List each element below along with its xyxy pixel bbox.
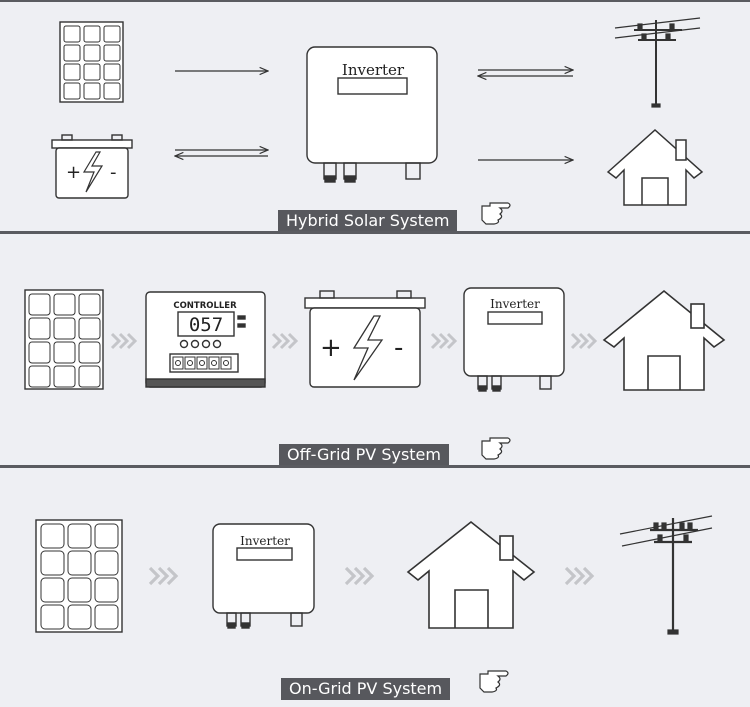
chevron-arrow-icon (344, 566, 375, 586)
battery-plus-text: + (66, 162, 81, 183)
pointing-hand-icon (481, 437, 511, 460)
battery-plus-text: + (320, 333, 342, 363)
chevron-arrow-icon (271, 332, 299, 350)
inverter-device-icon (463, 287, 565, 392)
power-pole-icon (619, 515, 713, 635)
section-label-offgrid: Off-Grid PV System (279, 444, 449, 466)
solar-panel-icon (59, 21, 124, 103)
inverter-label: Inverter (240, 534, 290, 548)
controller-title: CONTROLLER (173, 301, 237, 311)
section-label-ongrid: On-Grid PV System (281, 678, 451, 700)
separator-1 (0, 231, 750, 234)
section-hybrid: + - Inverter (0, 0, 750, 232)
solar-panel-icon (24, 289, 104, 390)
pointing-hand-icon (479, 670, 509, 693)
section-offgrid: CONTROLLER 057 + - (0, 234, 750, 466)
inverter-device-icon (306, 46, 438, 183)
chevron-arrow-icon (148, 566, 179, 586)
controller-display: 057 (189, 314, 223, 336)
separator-2 (0, 465, 750, 468)
battery-minus-text: - (394, 333, 403, 363)
arrow-battery-inverter-bidirectional (175, 150, 268, 156)
arrow-inverter-grid-bidirectional (478, 70, 573, 76)
offgrid-diagram: CONTROLLER 057 + - (24, 287, 726, 460)
chevron-arrow-icon (430, 332, 458, 350)
inverter-device-icon (212, 523, 315, 629)
power-pole-icon (614, 17, 701, 108)
battery-icon (304, 290, 426, 388)
house-icon (606, 128, 704, 206)
section-ongrid: Inverter (0, 468, 750, 707)
chevron-arrow-icon (564, 566, 595, 586)
hybrid-diagram: + - Inverter (51, 17, 704, 225)
inverter-label: Inverter (342, 61, 405, 79)
ongrid-diagram: Inverter (35, 515, 713, 693)
chevron-arrow-icon (570, 332, 598, 350)
section-label-hybrid: Hybrid Solar System (278, 210, 458, 232)
top-separator (0, 0, 750, 2)
house-icon (602, 289, 726, 391)
solar-panel-icon (35, 519, 123, 633)
house-icon (406, 520, 536, 629)
chevron-arrow-icon (110, 332, 138, 350)
charge-controller-icon (145, 291, 266, 388)
inverter-label: Inverter (490, 297, 540, 311)
battery-minus-text: - (110, 162, 117, 183)
pointing-hand-icon (481, 202, 511, 225)
battery-icon (51, 134, 133, 199)
